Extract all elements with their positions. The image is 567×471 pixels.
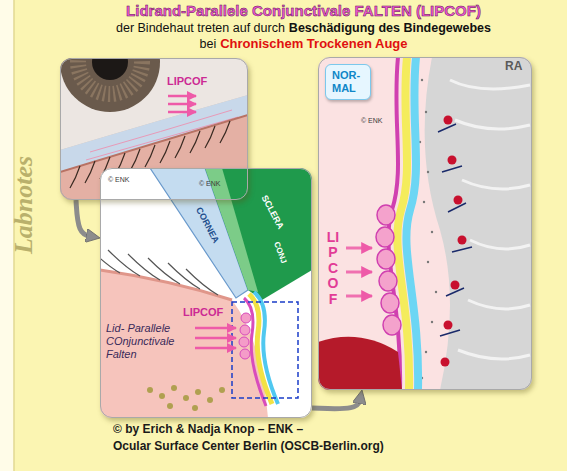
zoom-frame bbox=[232, 302, 298, 398]
lipcof-label: LIPCOF bbox=[326, 230, 340, 307]
normal-label: NOR- MAL bbox=[332, 69, 364, 94]
subtitle: Beschädigung des Bindegewebes bbox=[289, 21, 491, 35]
pink-arrow bbox=[346, 295, 372, 298]
pink-arrow bbox=[168, 103, 196, 106]
credit-line: © by Erich & Nadja Knop – ENK – bbox=[113, 423, 303, 437]
lid-muscle bbox=[318, 337, 402, 390]
iris-texture bbox=[78, 58, 142, 94]
title: Lidrand-Parallele Conjunctivale FALTEN (… bbox=[126, 2, 481, 19]
subtitle: bei bbox=[199, 37, 216, 51]
part-name: CORNEA bbox=[193, 206, 220, 245]
lipcof-label: LIPCOF bbox=[183, 306, 223, 319]
pink-arrow bbox=[346, 247, 372, 250]
copyright-mark: © ENK bbox=[199, 180, 221, 188]
copyright-mark: © ENK bbox=[361, 117, 383, 125]
watermark: Labnotes bbox=[9, 156, 39, 254]
stipple bbox=[419, 79, 437, 379]
pink-arrow bbox=[346, 271, 372, 274]
pink-arrow bbox=[168, 95, 196, 98]
conjunctival-folds bbox=[376, 205, 401, 335]
flow-arrow bbox=[76, 200, 92, 237]
panel-ground bbox=[100, 168, 312, 418]
heading-row: bei Chronischem Trockenen Auge bbox=[40, 37, 567, 52]
part-name: CONJ bbox=[272, 240, 288, 264]
fold bbox=[241, 313, 251, 323]
part-name: SCLERA bbox=[259, 193, 286, 231]
pink-arrow bbox=[195, 327, 236, 330]
credit-line: Ocular Surface Center Berlin (OSCB-Berli… bbox=[113, 440, 384, 454]
copyright-mark: © ENK bbox=[108, 176, 130, 184]
part-name: RA bbox=[505, 60, 522, 74]
pink-arrow bbox=[168, 111, 196, 114]
fold bbox=[239, 337, 249, 347]
eyelashes bbox=[100, 247, 218, 295]
sclera bbox=[205, 168, 312, 300]
fold bbox=[240, 349, 250, 359]
glands bbox=[147, 385, 225, 411]
lipcof-label: LIPCOF bbox=[167, 75, 207, 88]
section-drawing bbox=[100, 168, 312, 418]
subtitle: Chronischem Trockenen Auge bbox=[220, 37, 407, 52]
subtitle: der Bindehaut treten auf durch bbox=[116, 21, 285, 35]
lid-tissue bbox=[318, 57, 532, 390]
lid-margin bbox=[60, 115, 248, 172]
pink-arrow bbox=[195, 347, 236, 350]
section-panel: CORNEA SCLERA CONJ LIPCOF Lid- Parallele COn… bbox=[100, 168, 312, 418]
heading-row: der Bindehaut treten auf durch Beschädigu… bbox=[40, 21, 567, 35]
normal-tag: NOR- MAL bbox=[325, 64, 371, 100]
fibre-texture bbox=[450, 80, 530, 359]
pink-arrow bbox=[195, 337, 236, 340]
vessels bbox=[438, 124, 472, 336]
flow-arrow bbox=[312, 398, 360, 409]
photo-panel: LIPCOF © ENK bbox=[60, 58, 248, 200]
blood-vessels bbox=[441, 116, 467, 367]
detail-drawing bbox=[318, 57, 532, 390]
detail-panel: LIPCOF © ENK RA NOR- MAL bbox=[318, 57, 532, 390]
pupil bbox=[92, 58, 128, 80]
heading-row: Lidrand-Parallele Conjunctivale FALTEN (… bbox=[40, 2, 567, 19]
term-expansion: Lid- Parallele COnjunctivale Falten bbox=[106, 322, 174, 362]
iris bbox=[60, 58, 160, 112]
fold bbox=[240, 325, 250, 335]
sclera-tissue bbox=[425, 57, 532, 390]
